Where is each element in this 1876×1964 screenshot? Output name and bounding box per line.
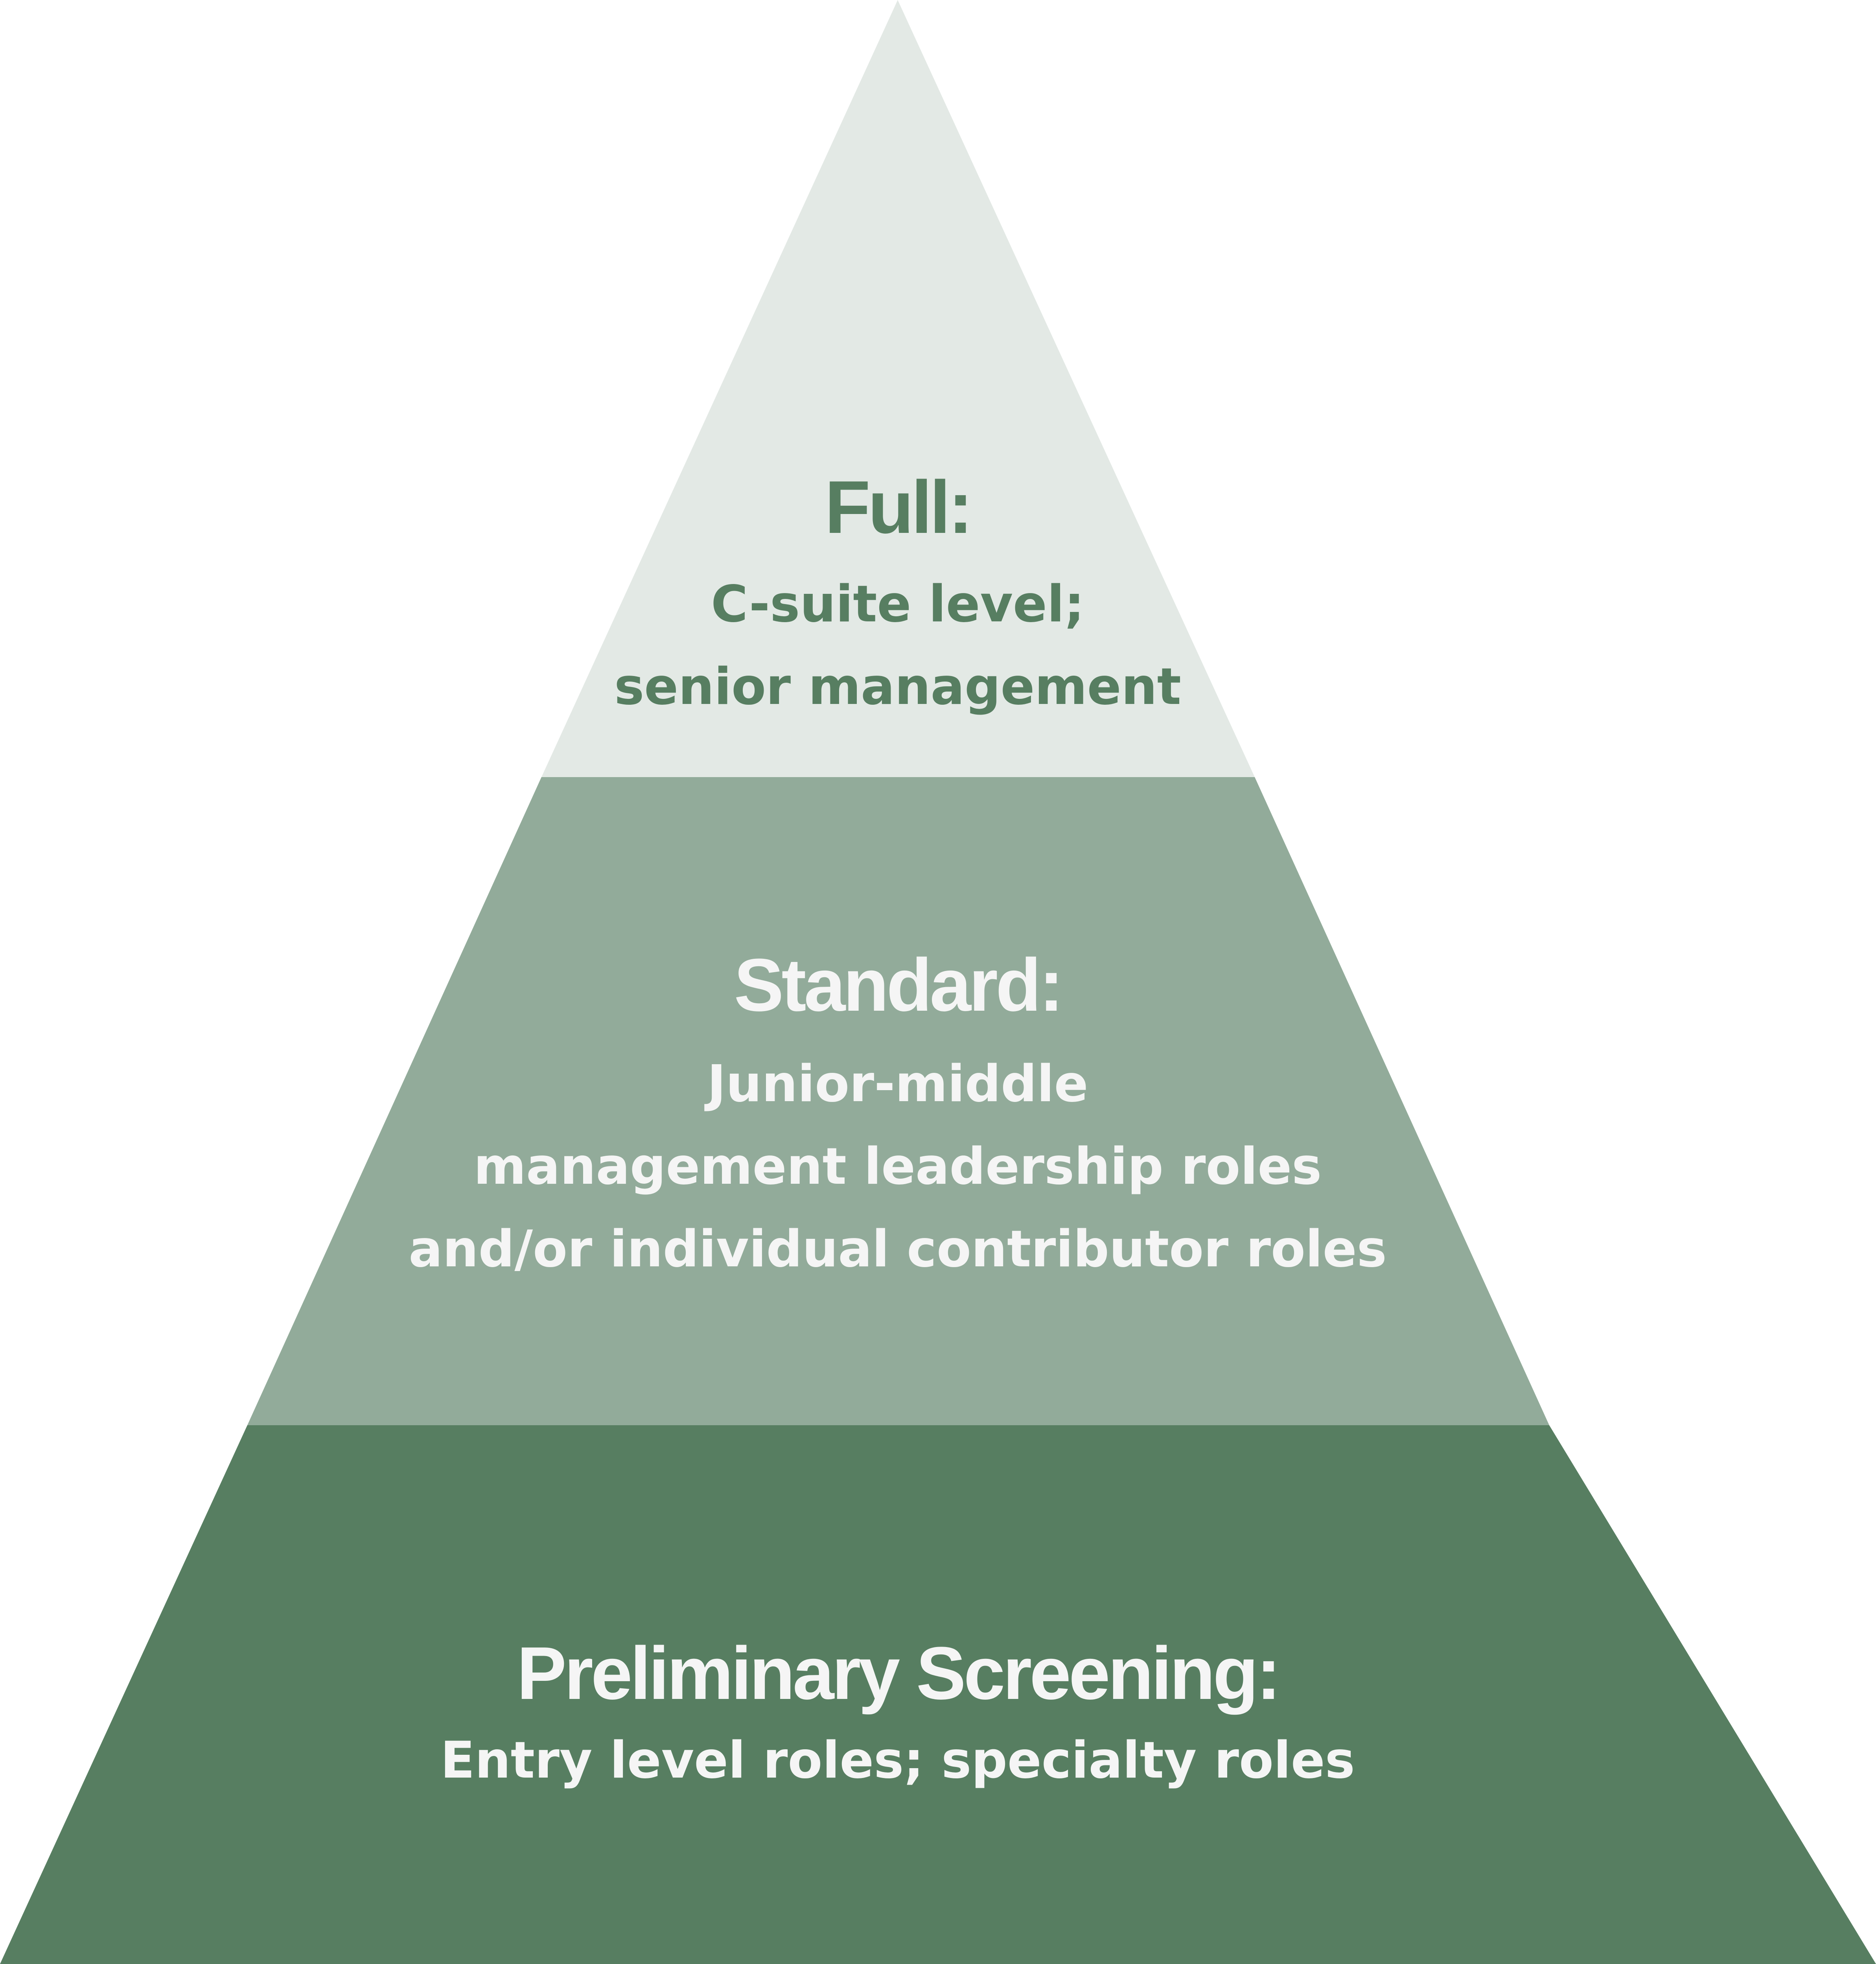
tier-standard-desc-line-3: and/or individual contributor roles xyxy=(409,1220,1387,1279)
tier-full-title: Full: xyxy=(825,466,971,549)
tier-full-desc-line-2: senior management xyxy=(614,658,1181,716)
tier-full-desc-line-1: C-suite level; xyxy=(711,575,1084,634)
tier-standard-band xyxy=(247,777,1549,1425)
tier-standard-desc-line-1: Junior-middle xyxy=(704,1055,1088,1113)
tier-preliminary-band xyxy=(0,1425,1876,1964)
tier-standard-title: Standard: xyxy=(734,943,1062,1027)
tier-preliminary-desc-line-1: Entry level roles; specialty roles xyxy=(440,1731,1355,1790)
tier-preliminary-title: Preliminary Screening: xyxy=(517,1632,1279,1715)
tier-full-band xyxy=(541,0,1255,777)
tier-standard-desc-line-2: management leadership roles xyxy=(474,1137,1322,1196)
